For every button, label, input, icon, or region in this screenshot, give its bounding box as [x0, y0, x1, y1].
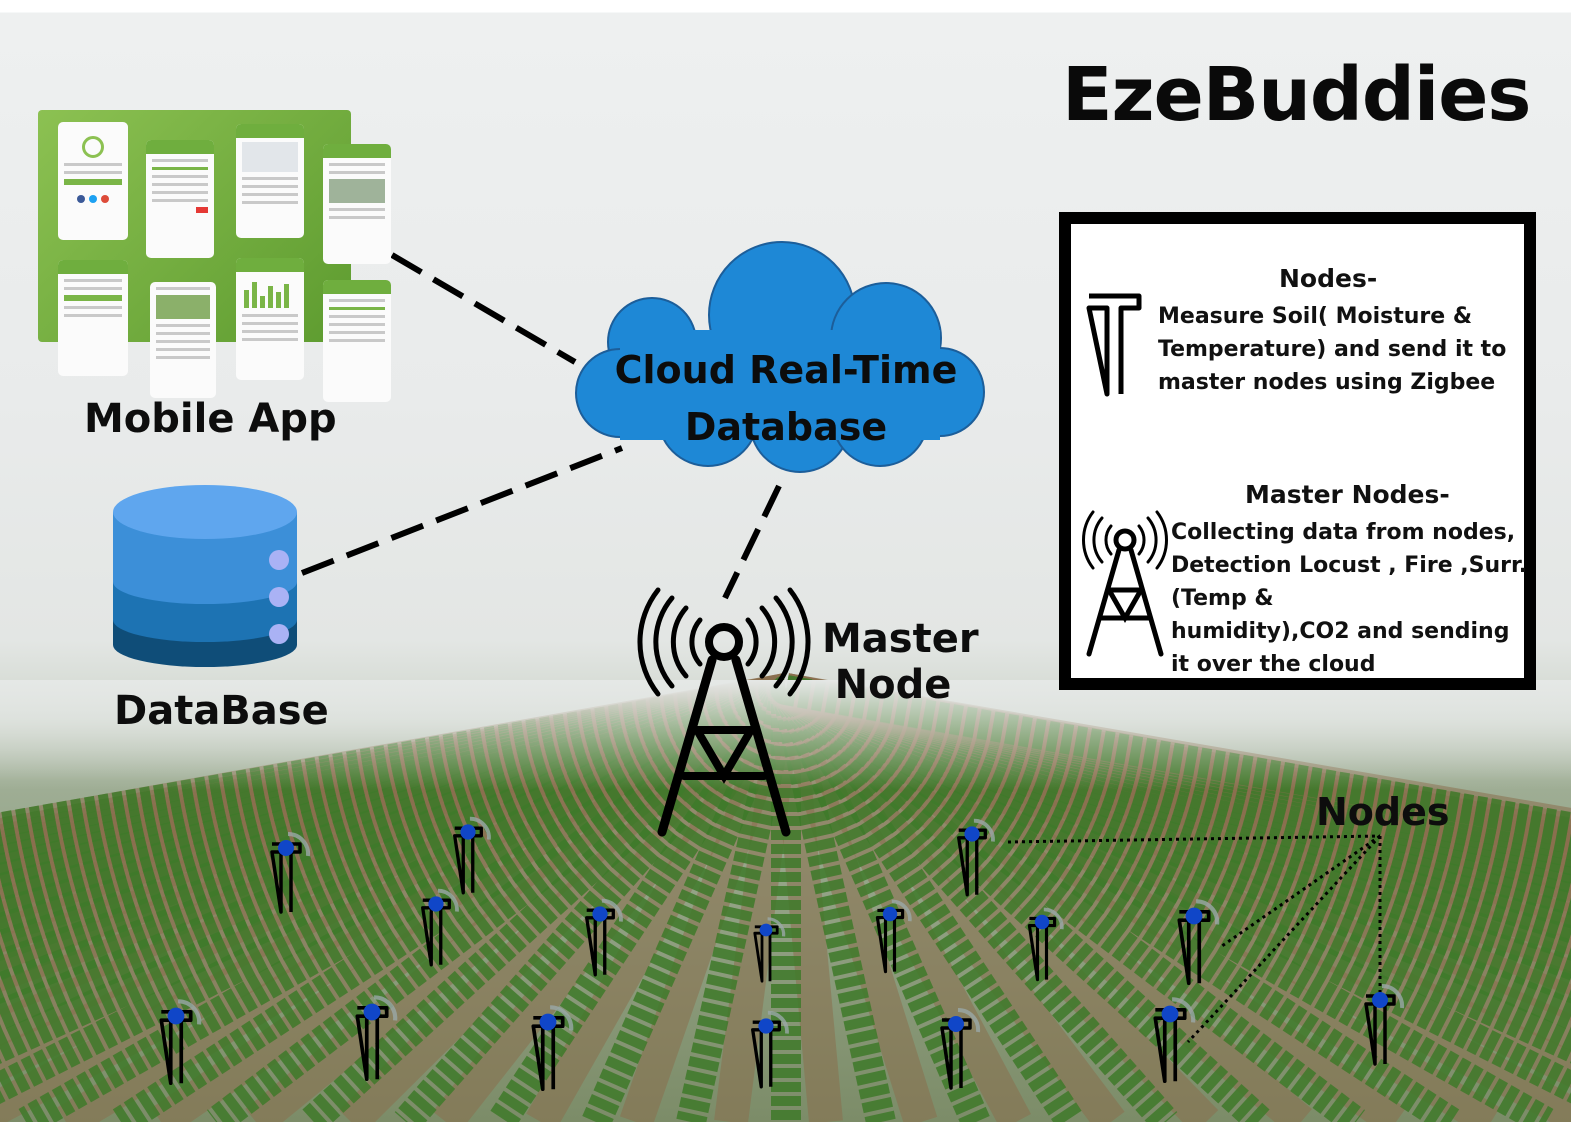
- node-sensor-icon: [753, 917, 786, 983]
- node-sensor-icon: [453, 816, 491, 895]
- node-sensor-icon: [159, 999, 202, 1086]
- legend-master-desc: Collecting data from nodes, Detection Lo…: [1171, 516, 1527, 681]
- legend-nodes-desc-line: master nodes using Zigbee: [1158, 370, 1496, 395]
- app-screen-settings: [146, 140, 214, 258]
- cloud-label: Cloud Real-Time Database: [600, 342, 972, 456]
- node-sensor-icon: [1177, 899, 1220, 986]
- mobile-app-label: Mobile App: [84, 396, 337, 442]
- cloud-label-line-1: Cloud Real-Time: [614, 348, 958, 392]
- legend-master-desc-line: Collecting data from nodes,: [1171, 520, 1516, 545]
- legend-box: Nodes- Measure Soil( Moisture & Temperat…: [1059, 212, 1536, 690]
- node-sensor-icon: [940, 1007, 981, 1090]
- app-screen-list: [323, 280, 391, 402]
- nodes-label: Nodes: [1316, 790, 1450, 834]
- master-node-label-line-2: Node: [834, 662, 952, 708]
- node-sensor-icon: [1027, 907, 1064, 982]
- app-screen-conditions: [58, 260, 128, 376]
- legend-nodes-title: Nodes-: [1279, 264, 1378, 293]
- legend-nodes-desc-line: Measure Soil( Moisture &: [1158, 304, 1473, 329]
- tower-icon: [1082, 510, 1168, 657]
- cloud-label-line-2: Database: [684, 405, 888, 449]
- node-sensor-icon: [1086, 293, 1142, 397]
- node-sensor-icon: [585, 898, 623, 977]
- mobile-app-screens: [38, 110, 391, 402]
- node-sensor-icon: [355, 995, 398, 1082]
- master-node-label: Master Node: [822, 616, 979, 708]
- legend-master-desc-line: humidity),CO2 and sending: [1171, 619, 1510, 644]
- legend-master-desc-line: it over the cloud: [1171, 652, 1376, 677]
- node-sensor-icon: [270, 831, 311, 914]
- app-screen-map: [236, 124, 304, 238]
- node-sensor-icon: [957, 818, 995, 897]
- app-screen-feed: [323, 144, 391, 264]
- node-sensor-icon: [751, 1010, 789, 1089]
- legend-master-title: Master Nodes-: [1245, 480, 1450, 509]
- legend-master-desc-line: Detection Locust , Fire ,Surr.: [1171, 553, 1528, 578]
- app-screen-login: [58, 122, 128, 240]
- legend-nodes-desc-line: Temperature) and send it to: [1158, 337, 1507, 362]
- node-sensor-icon: [875, 899, 912, 974]
- node-sensor-icon: [1153, 997, 1196, 1084]
- node-sensor-icon: [1364, 983, 1405, 1066]
- app-screen-chart: [236, 258, 304, 380]
- brand-title: EzeBuddies: [1062, 52, 1531, 138]
- node-sensor-icon: [421, 888, 459, 967]
- legend-nodes-desc: Measure Soil( Moisture & Temperature) an…: [1158, 300, 1506, 399]
- database-label: DataBase: [114, 688, 329, 734]
- app-screen-article: [150, 282, 216, 398]
- legend-master-desc-line: (Temp &: [1171, 586, 1274, 611]
- node-sensor-icon: [531, 1005, 574, 1092]
- master-node-label-line-1: Master: [822, 616, 979, 662]
